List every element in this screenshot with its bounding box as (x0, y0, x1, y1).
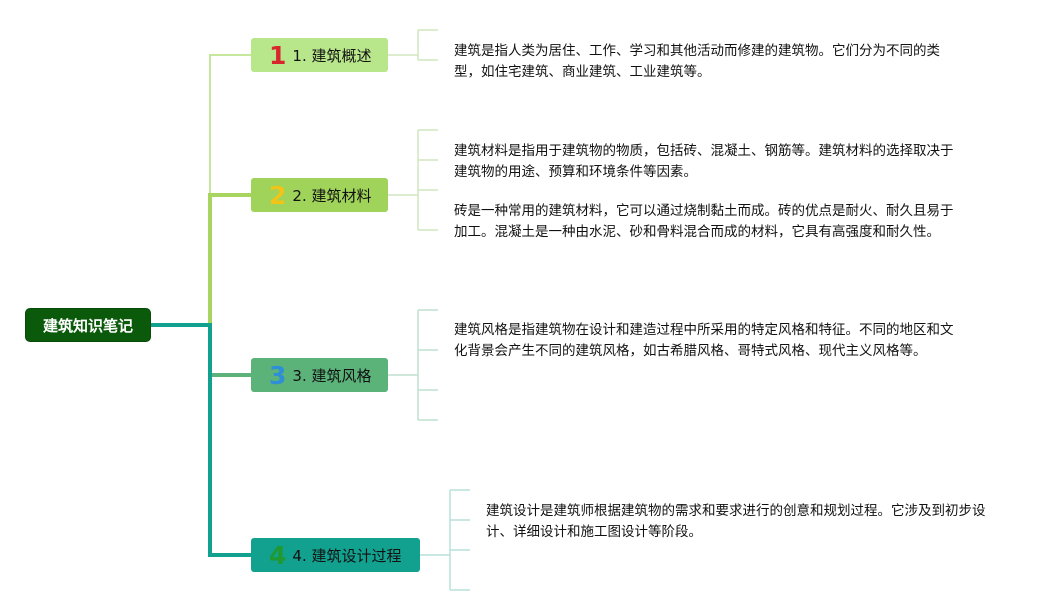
branch-label: 4. 建筑设计过程 (292, 546, 402, 565)
number-1-icon: 1 (269, 40, 287, 70)
branch-label: 2. 建筑材料 (292, 186, 372, 205)
edge-root-branch-2 (151, 193, 251, 327)
note-branch-1[interactable]: 建筑是指人类为居住、工作、学习和其他活动而修建的建筑物。它们分为不同的类型，如住… (454, 43, 940, 80)
root-label: 建筑知识笔记 (42, 316, 133, 335)
bracket-branch-2 (388, 129, 438, 231)
note-branch-3[interactable]: 建筑风格是指建筑物在设计和建造过程中所采用的特定风格和特征。不同的地区和文化背景… (454, 322, 954, 359)
bracket-branch-4 (420, 489, 470, 591)
edge-root-branch-3 (151, 323, 251, 377)
root-node[interactable]: 建筑知识笔记 (25, 308, 151, 342)
branch-node-1[interactable]: 1 1. 建筑概述 (251, 38, 388, 72)
branch-node-2[interactable]: 2 2. 建筑材料 (251, 178, 388, 212)
branch-label: 1. 建筑概述 (292, 46, 372, 65)
bracket-branch-1 (388, 29, 438, 61)
number-3-icon: 3 (269, 360, 287, 390)
edge-root-branch-1 (151, 54, 251, 326)
branch-label: 3. 建筑风格 (292, 366, 372, 385)
number-2-icon: 2 (269, 180, 287, 210)
bracket-branch-3 (388, 309, 438, 421)
note-branch-2-a[interactable]: 建筑材料是指用于建筑物的物质，包括砖、混凝土、钢筋等。建筑材料的选择取决于建筑物… (454, 143, 954, 180)
number-4-icon: 4 (269, 540, 287, 570)
branch-node-4[interactable]: 4 4. 建筑设计过程 (251, 538, 420, 572)
edge-root-branch-4 (151, 323, 251, 557)
branch-node-3[interactable]: 3 3. 建筑风格 (251, 358, 388, 392)
note-branch-4[interactable]: 建筑设计是建筑师根据建筑物的需求和要求进行的创意和规划过程。它涉及到初步设计、详… (486, 503, 986, 540)
note-branch-2-b[interactable]: 砖是一种常用的建筑材料，它可以通过烧制黏土而成。砖的优点是耐火、耐久且易于加工。… (454, 203, 954, 240)
